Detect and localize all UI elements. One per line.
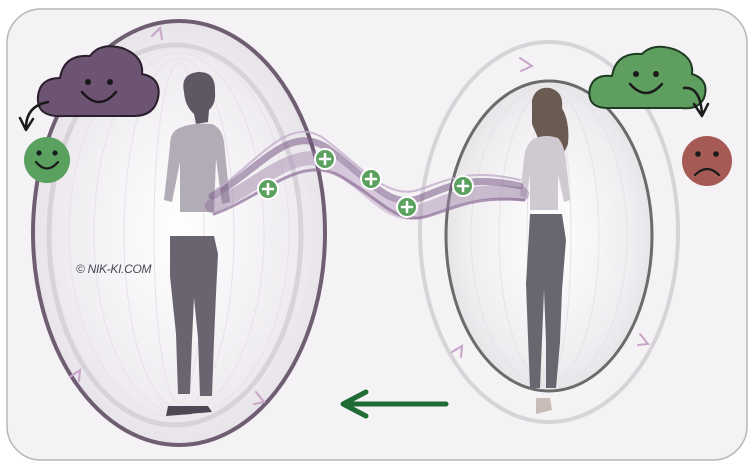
- plus-icon: [258, 179, 278, 199]
- plus-icon: [361, 169, 381, 189]
- plus-icon: [397, 197, 417, 217]
- smiley-face-icon: [24, 137, 70, 183]
- plus-icon: [315, 149, 335, 169]
- sad-face-icon: [682, 136, 732, 186]
- watermark: © NIK-KI.COM: [76, 262, 151, 276]
- plus-icon: [453, 176, 473, 196]
